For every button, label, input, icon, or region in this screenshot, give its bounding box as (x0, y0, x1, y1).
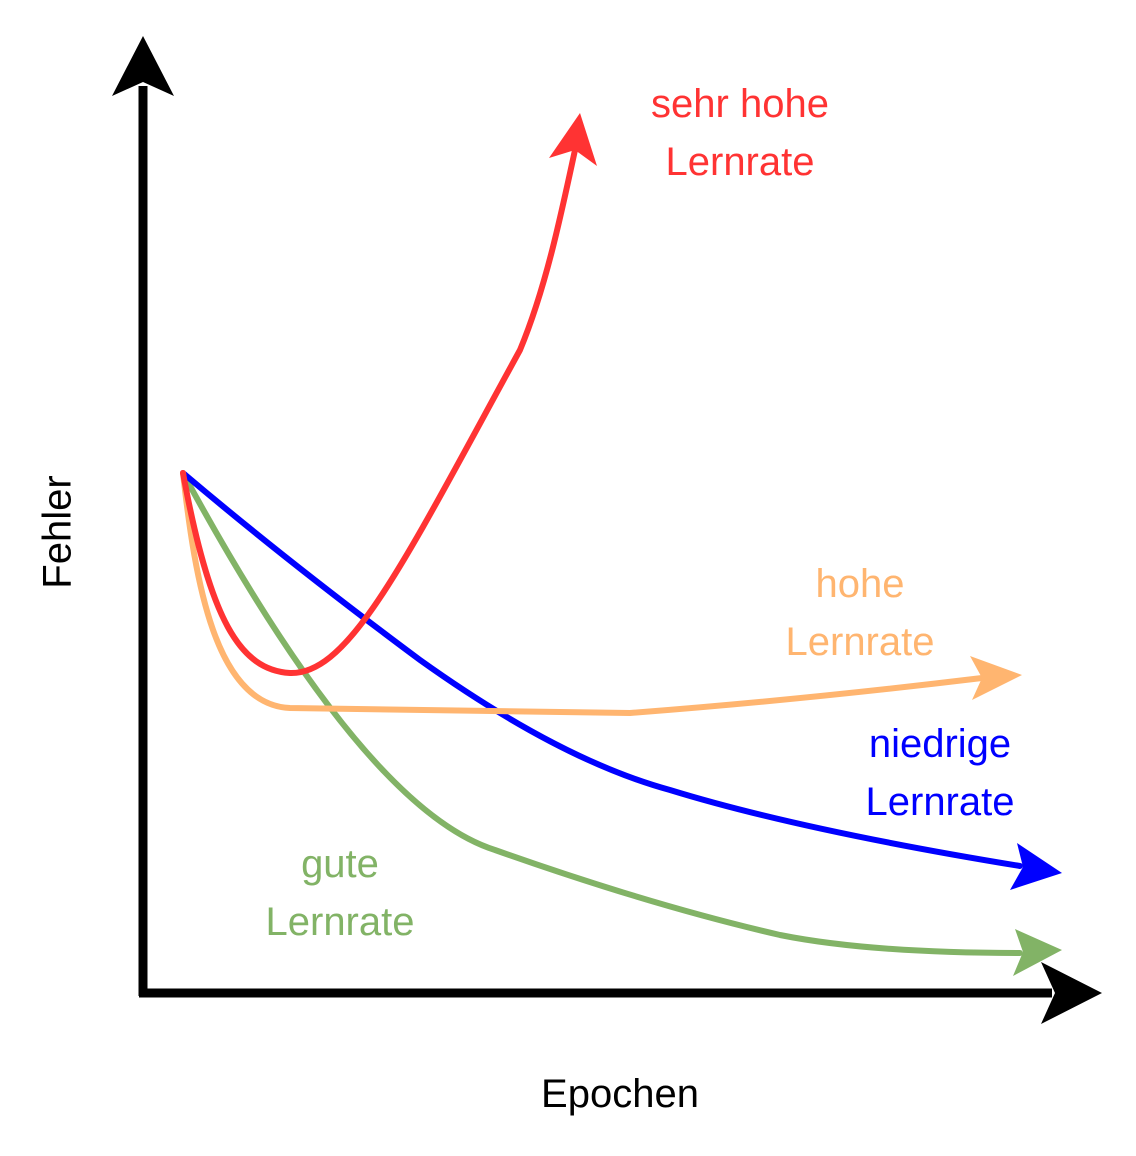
label-line-2: Lernrate (266, 900, 415, 944)
arrowhead (549, 113, 597, 166)
label-line-1: sehr hohe (651, 82, 829, 126)
label-niedrige-lernrate: niedrige Lernrate (866, 722, 1015, 824)
y-axis-arrowhead (112, 36, 174, 96)
arrowhead (1013, 929, 1062, 976)
curve-line (180, 470, 1023, 956)
x-axis-arrowhead (1041, 962, 1102, 1024)
label-line-1: hohe (816, 562, 905, 606)
label-line-2: Lernrate (866, 780, 1015, 824)
label-line-1: gute (301, 842, 379, 886)
label-gute-lernrate: gute Lernrate (266, 842, 415, 944)
curve-niedrige-lernrate (180, 470, 1062, 890)
x-axis-label: Epochen (541, 1072, 699, 1116)
curve-line (180, 470, 1023, 869)
arrowhead (1010, 843, 1062, 890)
curve-gute-lernrate (180, 470, 1062, 976)
curve-hohe-lernrate (180, 470, 1022, 716)
arrowhead (970, 656, 1022, 700)
label-sehr-hohe-lernrate: sehr hohe Lernrate (651, 82, 829, 184)
curve-line (180, 147, 578, 677)
y-axis-label: Fehler (36, 475, 80, 588)
label-line-1: niedrige (869, 722, 1011, 766)
axes (112, 36, 1102, 1024)
curve-line (180, 470, 985, 716)
label-line-2: Lernrate (666, 140, 815, 184)
curve-sehr-hohe-lernrate (180, 113, 597, 677)
label-line-2: Lernrate (786, 620, 935, 664)
label-hohe-lernrate: hohe Lernrate (786, 562, 935, 664)
